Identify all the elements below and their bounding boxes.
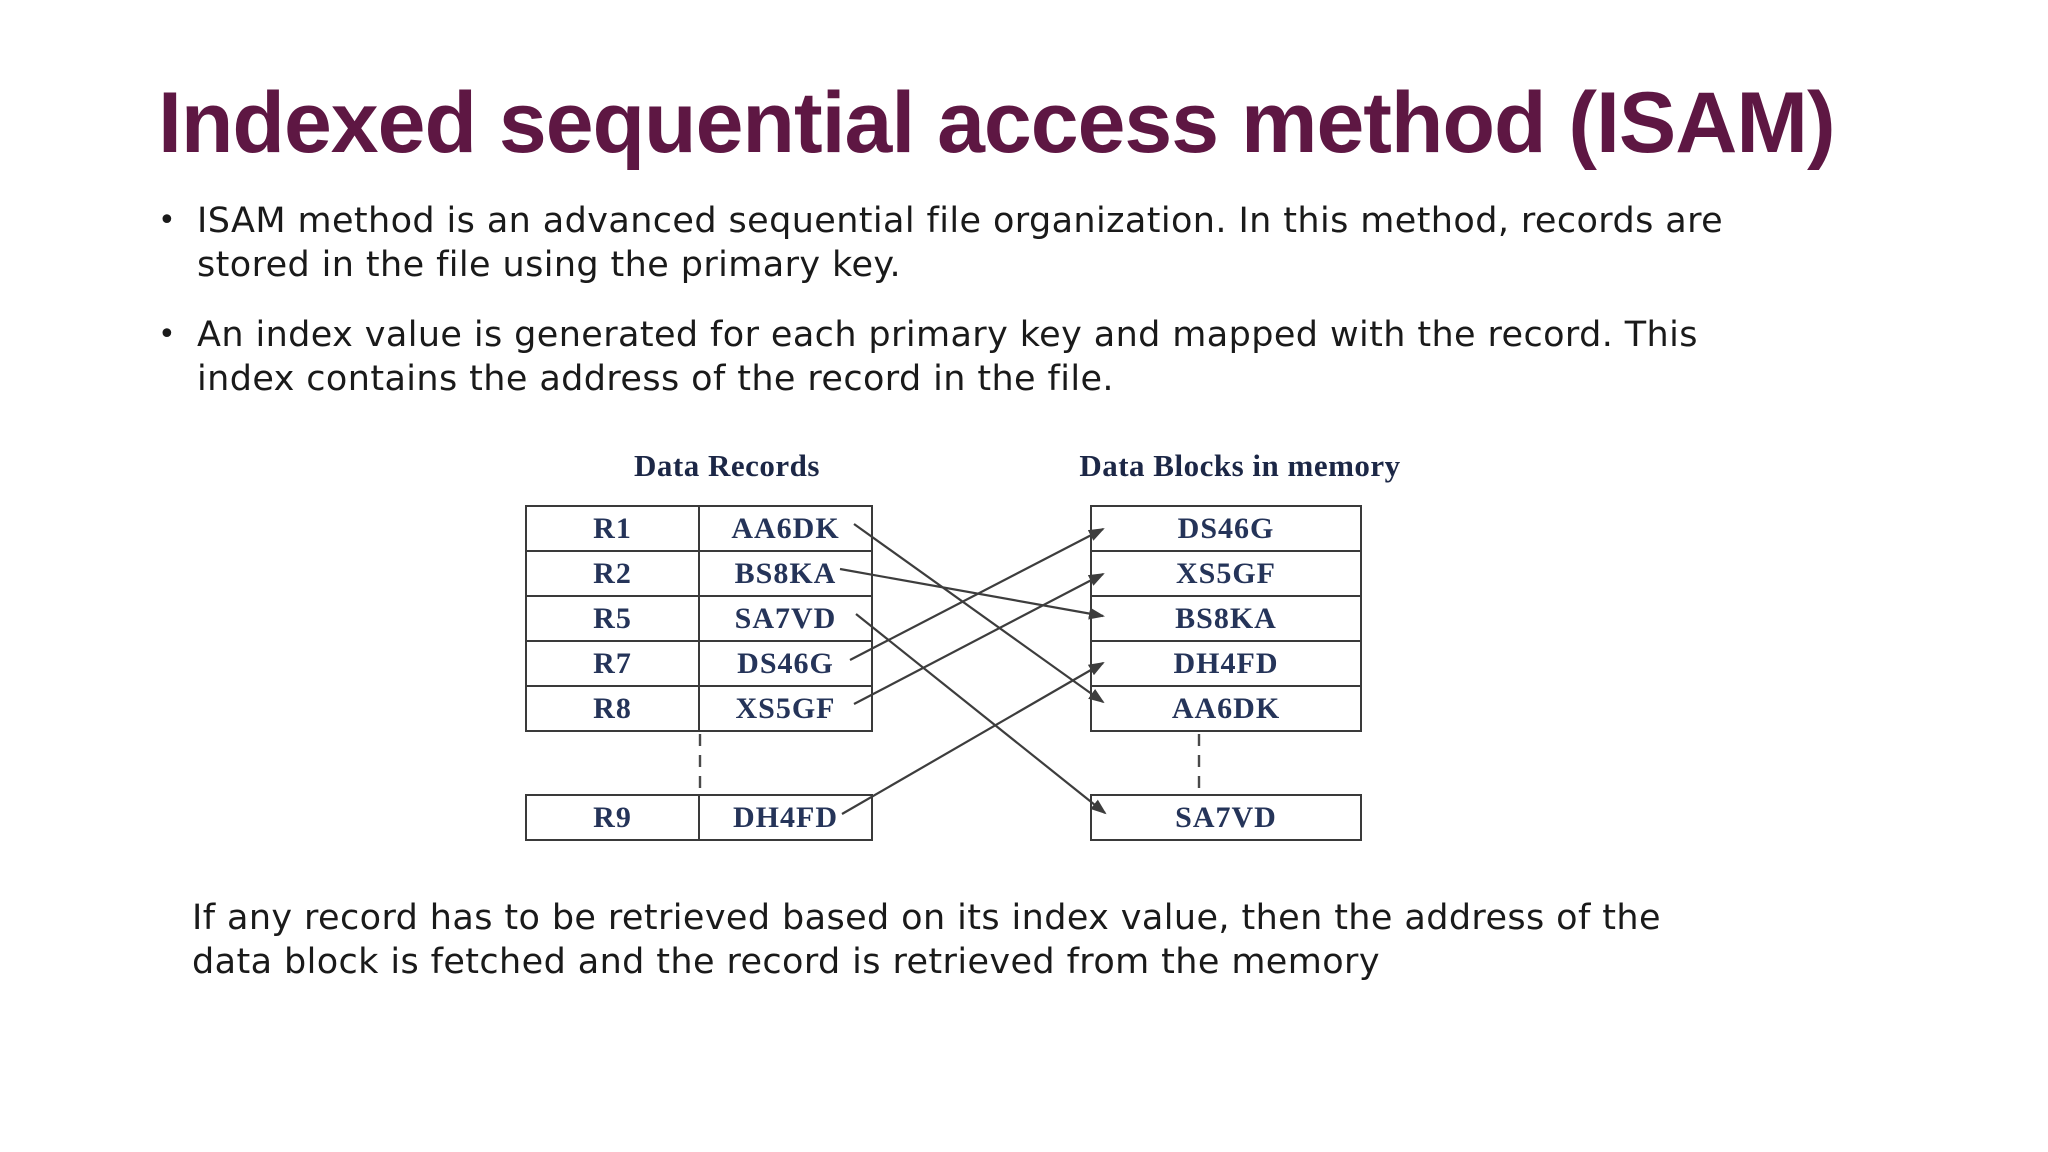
data-blocks-detached-row: SA7VD — [1090, 794, 1362, 841]
left-table-title: Data Records — [634, 448, 820, 483]
record-key-cell: DH4FD — [733, 800, 838, 834]
table-row: DH4FD — [1092, 640, 1360, 685]
table-row: R5 SA7VD — [527, 595, 871, 640]
record-id-cell: R1 — [527, 507, 700, 550]
bullet-line: An index value is generated for each pri… — [197, 315, 1698, 355]
footer-line: data block is fetched and the record is … — [192, 942, 1380, 982]
bullet-marker: • — [158, 317, 176, 352]
bullet-marker: • — [158, 203, 176, 238]
block-cell: BS8KA — [1175, 601, 1277, 635]
bullet-item: • ISAM method is an advanced sequential … — [158, 199, 1723, 287]
block-cell: AA6DK — [1171, 691, 1281, 725]
bullet-line: stored in the file using the primary key… — [197, 245, 902, 285]
record-id-cell: R8 — [527, 687, 700, 730]
table-row: AA6DK — [1092, 685, 1360, 730]
bullet-item: • An index value is generated for each p… — [158, 313, 1698, 401]
arrow-sa7vd-mapping — [855, 613, 1107, 815]
right-table-title: Data Blocks in memory — [1079, 448, 1401, 483]
record-key-cell: BS8KA — [734, 556, 837, 590]
bullet-text: ISAM method is an advanced sequential fi… — [197, 199, 1723, 287]
record-id-cell: R9 — [527, 796, 700, 839]
footer-line: If any record has to be retrieved based … — [192, 898, 1661, 938]
footer-paragraph: If any record has to be retrieved based … — [192, 896, 1661, 984]
bullet-text: An index value is generated for each pri… — [197, 313, 1698, 401]
record-key-cell: SA7VD — [734, 601, 837, 635]
data-blocks-table: DS46G XS5GF BS8KA DH4FD AA6DK — [1090, 505, 1362, 732]
arrow-bs8ka-mapping — [839, 567, 1105, 620]
table-row: R1 AA6DK — [527, 507, 871, 550]
table-row: R8 XS5GF — [527, 685, 871, 730]
table-row: XS5GF — [1092, 550, 1360, 595]
arrow-ds46g-mapping — [849, 528, 1105, 661]
arrow-dh4fd-mapping — [841, 661, 1105, 815]
arrow-xs5gf-mapping — [853, 573, 1105, 705]
page-title: Indexed sequential access method (ISAM) — [158, 75, 1836, 171]
block-cell: DH4FD — [1173, 646, 1279, 680]
block-cell: SA7VD — [1175, 800, 1277, 834]
record-key-cell: XS5GF — [735, 691, 836, 725]
record-id-cell: R5 — [527, 597, 700, 640]
record-id-cell: R2 — [527, 552, 700, 595]
record-key-cell: DS46G — [737, 646, 834, 680]
block-cell: DS46G — [1177, 511, 1275, 545]
bullet-line: index contains the address of the record… — [197, 359, 1114, 399]
data-records-table: R1 AA6DK R2 BS8KA R5 SA7VD R7 DS46G R8 X… — [525, 505, 873, 732]
table-row: R2 BS8KA — [527, 550, 871, 595]
data-records-detached-row: R9 DH4FD — [525, 794, 873, 841]
table-row: SA7VD — [1092, 796, 1360, 839]
bullet-line: ISAM method is an advanced sequential fi… — [197, 201, 1724, 241]
arrow-aa6dk-mapping — [853, 523, 1105, 704]
table-row: DS46G — [1092, 507, 1360, 550]
record-key-cell: AA6DK — [731, 511, 840, 545]
table-row: BS8KA — [1092, 595, 1360, 640]
table-row: R7 DS46G — [527, 640, 871, 685]
table-row: R9 DH4FD — [527, 796, 871, 839]
block-cell: XS5GF — [1175, 556, 1276, 590]
record-id-cell: R7 — [527, 642, 700, 685]
